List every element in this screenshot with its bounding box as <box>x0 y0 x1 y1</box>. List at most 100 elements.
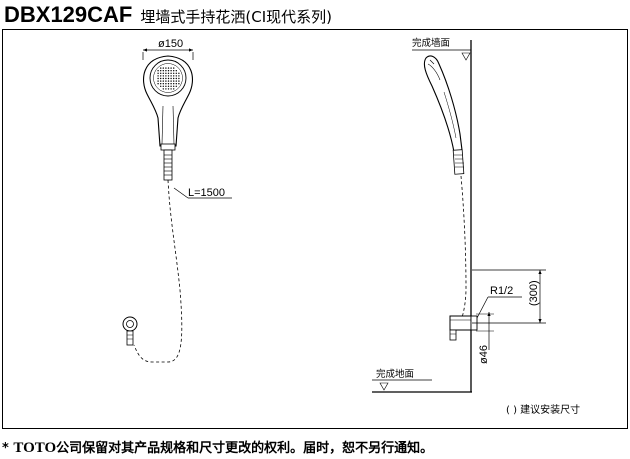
nozzle-dot <box>165 83 167 85</box>
nozzle-dot <box>167 67 170 69</box>
nozzle-dot <box>178 72 180 75</box>
shower-head-side <box>423 55 465 175</box>
nozzle-dot <box>175 83 177 85</box>
nozzle-dot <box>165 70 167 72</box>
finished-wall-label: 完成墙面 <box>412 37 450 49</box>
nozzle-dot <box>157 80 159 82</box>
nozzle-dot <box>173 77 175 80</box>
front-view: ø150 L=1500 <box>122 38 232 363</box>
head-diameter-dimension: ø150 <box>142 38 194 60</box>
disclaimer-text: 公司保留对其产品规格和尺寸更改的权利。届时，恕不另行通知。 <box>56 441 434 456</box>
nozzle-dot <box>167 75 170 77</box>
install-note: ( ) 建议安装尺寸 <box>506 403 580 416</box>
hose-side <box>457 175 467 329</box>
hose-connector-top <box>163 149 173 181</box>
nozzle-dot <box>175 80 177 82</box>
nozzle-dot <box>165 80 167 82</box>
nozzle-dot <box>175 72 177 75</box>
nozzle-dot <box>175 75 177 77</box>
wall-outlet <box>449 315 478 341</box>
nozzle-dot <box>170 72 172 75</box>
nozzle-dot <box>178 75 180 77</box>
nozzle-dot <box>167 88 170 90</box>
nozzle-dot <box>170 70 172 72</box>
brand-name: TOTO <box>13 440 57 456</box>
nozzle-dot <box>170 75 172 77</box>
nozzle-dot <box>160 72 162 75</box>
hose-front <box>133 179 183 363</box>
nozzle-dot <box>162 85 164 88</box>
drawing-frame <box>2 29 628 429</box>
nozzle-dot <box>157 77 159 80</box>
nozzle-dot <box>173 83 175 85</box>
nozzle-dot <box>167 77 170 80</box>
nozzle-dot <box>178 83 180 85</box>
nozzle-dot <box>170 77 172 80</box>
nozzle-dot <box>160 67 162 69</box>
nozzle-dot <box>165 77 167 80</box>
spray-nozzles <box>157 67 180 90</box>
side-view: 完成墙面 完成地面 R1/2 <box>372 37 580 416</box>
nozzle-dot <box>157 83 159 85</box>
nozzle-dot <box>175 70 177 72</box>
nozzle-dot <box>173 85 175 88</box>
shower-head-front <box>143 55 193 151</box>
outlet-diameter-dimension: ø46 <box>476 312 494 364</box>
nozzle-dot <box>162 77 164 80</box>
nozzle-dot <box>173 80 175 82</box>
hose-fitting-bottom <box>122 316 138 346</box>
nozzle-dot <box>173 70 175 72</box>
finished-floor-label: 完成地面 <box>376 368 414 380</box>
nozzle-dot <box>173 88 175 90</box>
nozzle-dot <box>173 75 175 77</box>
thread-size-label: R1/2 <box>490 285 513 297</box>
nozzle-dot <box>170 83 172 85</box>
nozzle-dot <box>160 85 162 88</box>
outlet-height-label: (300) <box>528 280 540 306</box>
nozzle-dot <box>167 80 170 82</box>
nozzle-dot <box>167 83 170 85</box>
nozzle-dot <box>170 85 172 88</box>
asterisk: * <box>2 441 9 456</box>
nozzle-dot <box>165 85 167 88</box>
nozzle-dot <box>157 75 159 77</box>
outlet-diameter-label: ø46 <box>478 345 490 364</box>
nozzle-dot <box>162 75 164 77</box>
nozzle-dot <box>165 67 167 69</box>
nozzle-dot <box>160 77 162 80</box>
nozzle-dot <box>157 70 159 72</box>
nozzle-dot <box>160 75 162 77</box>
nozzle-dot <box>175 85 177 88</box>
nozzle-dot <box>170 67 172 69</box>
nozzle-dot <box>162 80 164 82</box>
nozzle-dot <box>162 72 164 75</box>
product-name: 埋墙式手持花洒(CI现代系列) <box>140 8 332 26</box>
thread-leader <box>476 296 489 319</box>
nozzle-dot <box>162 88 164 90</box>
nozzle-dot <box>173 67 175 69</box>
nozzle-dot <box>160 80 162 82</box>
model-number: DBX129CAF <box>4 2 133 27</box>
nozzle-dot <box>173 72 175 75</box>
nozzle-dot <box>170 80 172 82</box>
footer-disclaimer: * TOTO公司保留对其产品规格和尺寸更改的权利。届时，恕不另行通知。 <box>2 437 433 457</box>
nozzle-dot <box>160 70 162 72</box>
nozzle-dot <box>178 80 180 82</box>
outlet-height-dimension: (300) <box>472 269 546 324</box>
nozzle-dot <box>167 85 170 88</box>
nozzle-dot <box>165 75 167 77</box>
nozzle-dot <box>162 70 164 72</box>
nozzle-dot <box>167 70 170 72</box>
nozzle-dot <box>175 77 177 80</box>
hose-length-label: L=1500 <box>188 187 225 199</box>
nozzle-dot <box>157 72 159 75</box>
nozzle-dot <box>162 83 164 85</box>
nozzle-dot <box>165 88 167 90</box>
title-row: DBX129CAF 埋墙式手持花洒(CI现代系列) <box>4 2 332 30</box>
nozzle-dot <box>178 77 180 80</box>
nozzle-dot <box>165 72 167 75</box>
dim-diameter-label: ø150 <box>158 38 183 50</box>
nozzle-dot <box>170 88 172 90</box>
nozzle-dot <box>167 72 170 75</box>
